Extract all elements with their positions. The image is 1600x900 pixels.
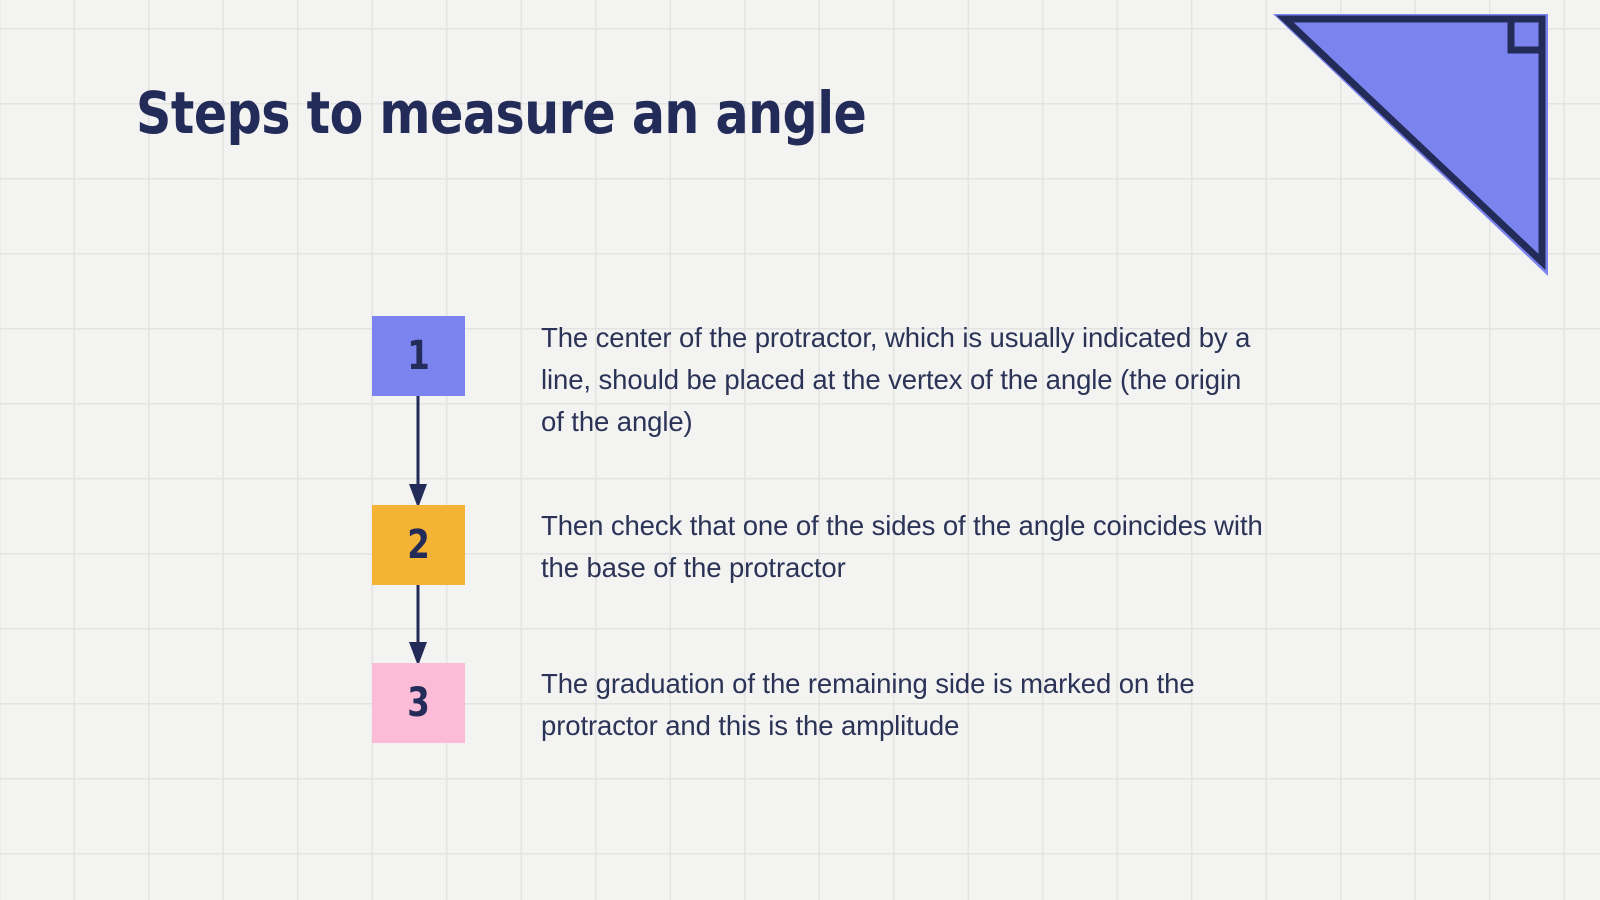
step-number-badge-3[interactable]: 3	[372, 663, 465, 743]
step-number-badge-1[interactable]: 1	[372, 316, 465, 396]
step-description-2: Then check that one of the sides of the …	[541, 510, 1263, 583]
step-description-1: The center of the protractor, which is u…	[541, 322, 1251, 437]
step-number-label-1: 1	[407, 333, 430, 379]
arrow-step-2-to-3	[409, 583, 427, 666]
step-description-3: The graduation of the remaining side is …	[541, 668, 1195, 741]
arrow-step-1-to-2	[409, 394, 427, 508]
step-number-label-2: 2	[407, 522, 430, 568]
step-number-badge-2[interactable]: 2	[372, 505, 465, 585]
page-title: Steps to measure an angle	[136, 79, 867, 147]
step-number-label-3: 3	[407, 680, 430, 726]
